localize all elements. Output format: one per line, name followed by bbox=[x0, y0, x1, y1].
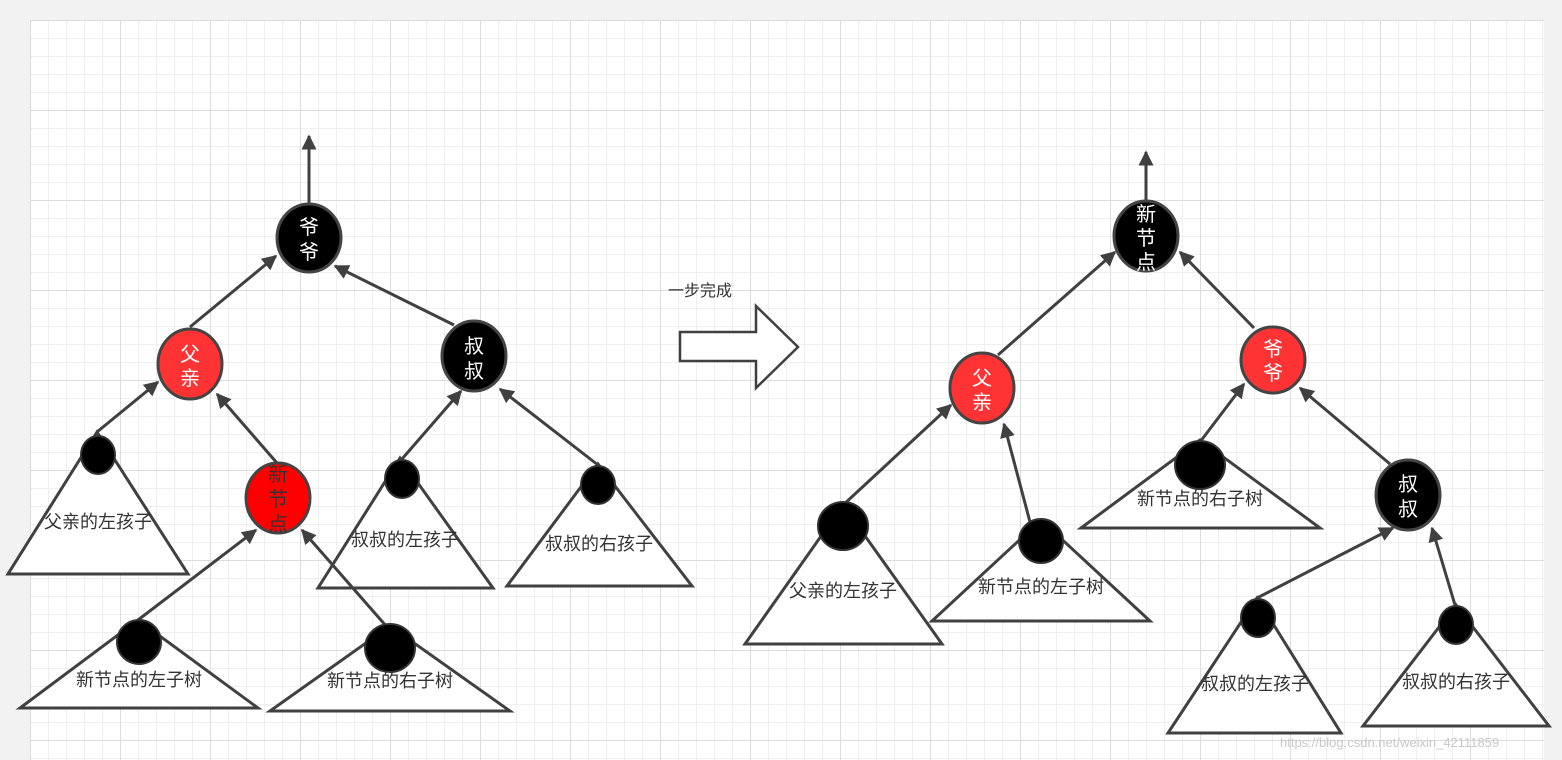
right-new-label-3: 点 bbox=[1136, 250, 1156, 274]
left-new-left-dot bbox=[116, 619, 162, 665]
right-edge-ul-uncle bbox=[1256, 526, 1395, 600]
right-father-node: 父 亲 bbox=[948, 351, 1016, 425]
left-uncle-right-label: 叔叔的右孩子 bbox=[545, 534, 653, 555]
left-edge-new-father bbox=[215, 392, 279, 464]
right-father-left-dot bbox=[817, 501, 869, 551]
left-father-left-subtree bbox=[5, 429, 191, 576]
grid-canvas bbox=[30, 20, 1544, 760]
left-edge-ul-uncle bbox=[400, 389, 463, 460]
right-edge-father-new bbox=[997, 250, 1117, 357]
left-grandpa-node: 爷 爷 bbox=[275, 202, 343, 274]
right-new-left-subtree bbox=[928, 517, 1154, 623]
right-father-label-1: 父 bbox=[972, 366, 992, 390]
left-uncle-left-dot bbox=[384, 459, 420, 499]
right-father-left-label: 父亲的左孩子 bbox=[789, 581, 897, 602]
left-edge-uncle-grandpa bbox=[333, 264, 455, 327]
watermark: https://blog.csdn.net/weixin_42111859 bbox=[1280, 735, 1499, 750]
left-new-left-label: 新节点的左子树 bbox=[76, 670, 202, 691]
left-uncle-left-label: 叔叔的左孩子 bbox=[351, 530, 459, 551]
right-edge-grandpa-new bbox=[1178, 250, 1256, 330]
left-uncle-label-2: 叔 bbox=[464, 359, 484, 383]
right-grandpa-label-2: 爷 bbox=[1263, 361, 1283, 385]
right-uncle-left-subtree bbox=[1165, 595, 1344, 735]
right-uncle-label-1: 叔 bbox=[1398, 472, 1418, 496]
left-edge-nl-new bbox=[137, 528, 258, 622]
right-edge-fl-father bbox=[840, 403, 953, 508]
right-uncle-right-subtree bbox=[1359, 602, 1553, 728]
right-uncle-node: 叔 叔 bbox=[1374, 458, 1442, 532]
right-edge-uncle-grandpa bbox=[1298, 386, 1391, 466]
right-father-label-2: 亲 bbox=[972, 390, 992, 414]
left-new-label-1: 新 bbox=[268, 462, 288, 486]
right-uncle-left-dot bbox=[1240, 598, 1276, 638]
left-new-label-3: 点 bbox=[268, 512, 288, 536]
right-new-label-2: 节 bbox=[1136, 226, 1156, 250]
left-father-label-1: 父 bbox=[180, 342, 200, 366]
right-father-left-subtree bbox=[742, 502, 945, 646]
right-new-node: 新 节 点 bbox=[1112, 199, 1180, 274]
left-edge-father-grandpa bbox=[189, 254, 278, 329]
right-new-right-label: 新节点的右子树 bbox=[1137, 489, 1263, 510]
right-grandpa-node: 爷 爷 bbox=[1239, 325, 1307, 395]
right-new-left-label: 新节点的左子树 bbox=[978, 577, 1104, 598]
left-father-left-label: 父亲的左孩子 bbox=[44, 512, 152, 533]
left-father-label-2: 亲 bbox=[180, 366, 200, 390]
left-father-left-dot bbox=[80, 435, 116, 475]
left-uncle-right-dot bbox=[580, 465, 616, 505]
left-new-label-2: 节 bbox=[268, 487, 288, 511]
right-uncle-right-label: 叔叔的右孩子 bbox=[1402, 672, 1510, 693]
left-new-right-dot bbox=[364, 623, 416, 673]
right-edge-nl-father bbox=[1000, 422, 1032, 523]
right-uncle-left-label: 叔叔的左孩子 bbox=[1201, 674, 1309, 695]
right-uncle-label-2: 叔 bbox=[1398, 497, 1418, 521]
right-edge-nr-grandpa bbox=[1198, 382, 1246, 443]
left-uncle-label-1: 叔 bbox=[464, 334, 484, 358]
right-new-label-1: 新 bbox=[1136, 202, 1156, 226]
transition-label: 一步完成 bbox=[668, 281, 732, 300]
transition: 一步完成 bbox=[668, 281, 800, 391]
left-father-node: 父 亲 bbox=[156, 327, 224, 401]
left-edge-fl-father bbox=[96, 380, 160, 434]
left-edge-ur-uncle bbox=[498, 387, 599, 467]
transition-arrow-icon bbox=[678, 303, 800, 391]
right-tree: 父亲的左孩子 新节点的左子树 新节点的右子树 叔叔的左孩子 叔叔的右孩子 新 节… bbox=[742, 150, 1553, 735]
right-uncle-right-dot bbox=[1438, 605, 1474, 645]
left-grandpa-label-2: 爷 bbox=[299, 240, 319, 264]
left-new-node: 新 节 点 bbox=[244, 461, 312, 536]
left-edge-nr-new bbox=[300, 528, 389, 628]
right-new-left-dot bbox=[1018, 518, 1064, 564]
right-edge-ur-uncle bbox=[1428, 526, 1457, 606]
left-uncle-left-subtree bbox=[315, 455, 496, 590]
right-new-right-dot bbox=[1174, 440, 1226, 490]
left-uncle-node: 叔 叔 bbox=[440, 319, 508, 393]
left-uncle-right-subtree bbox=[504, 461, 696, 588]
right-grandpa-label-1: 爷 bbox=[1263, 337, 1283, 361]
left-tree: 父亲的左孩子 叔叔的左孩子 叔叔的右孩子 新节点的左子树 新节点的右子树 爷 爷… bbox=[5, 134, 696, 713]
left-new-right-label: 新节点的右子树 bbox=[327, 671, 453, 692]
left-grandpa-label-1: 爷 bbox=[299, 215, 319, 239]
